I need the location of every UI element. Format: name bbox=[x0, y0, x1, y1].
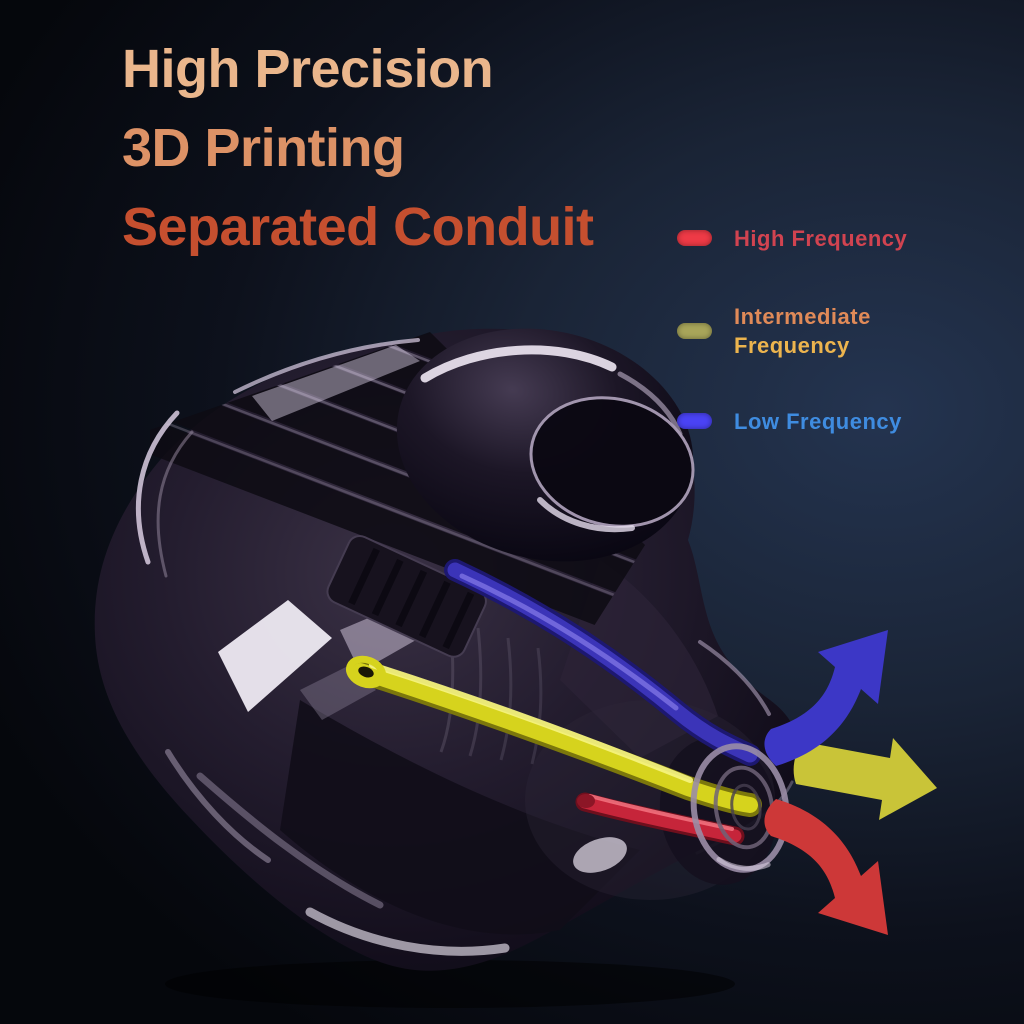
title-line-1: High Precision bbox=[122, 39, 494, 99]
title-line-3: Separated Conduit bbox=[122, 197, 594, 257]
nozzle-rings bbox=[690, 743, 790, 873]
low-frequency-conduit bbox=[444, 559, 761, 766]
low-frequency-arrow-icon bbox=[764, 630, 888, 766]
high-frequency-arrow-icon bbox=[764, 799, 888, 935]
ground-shadow bbox=[165, 960, 735, 1008]
faceplate-dome bbox=[396, 328, 695, 562]
title-line-2: 3D Printing bbox=[122, 118, 405, 178]
intermediate-frequency-arrow-icon bbox=[793, 738, 937, 820]
intermediate-frequency-conduit bbox=[346, 655, 762, 817]
conduit-socket bbox=[326, 534, 487, 658]
page-title: High Precision 3D Printing Separated Con… bbox=[122, 30, 594, 267]
